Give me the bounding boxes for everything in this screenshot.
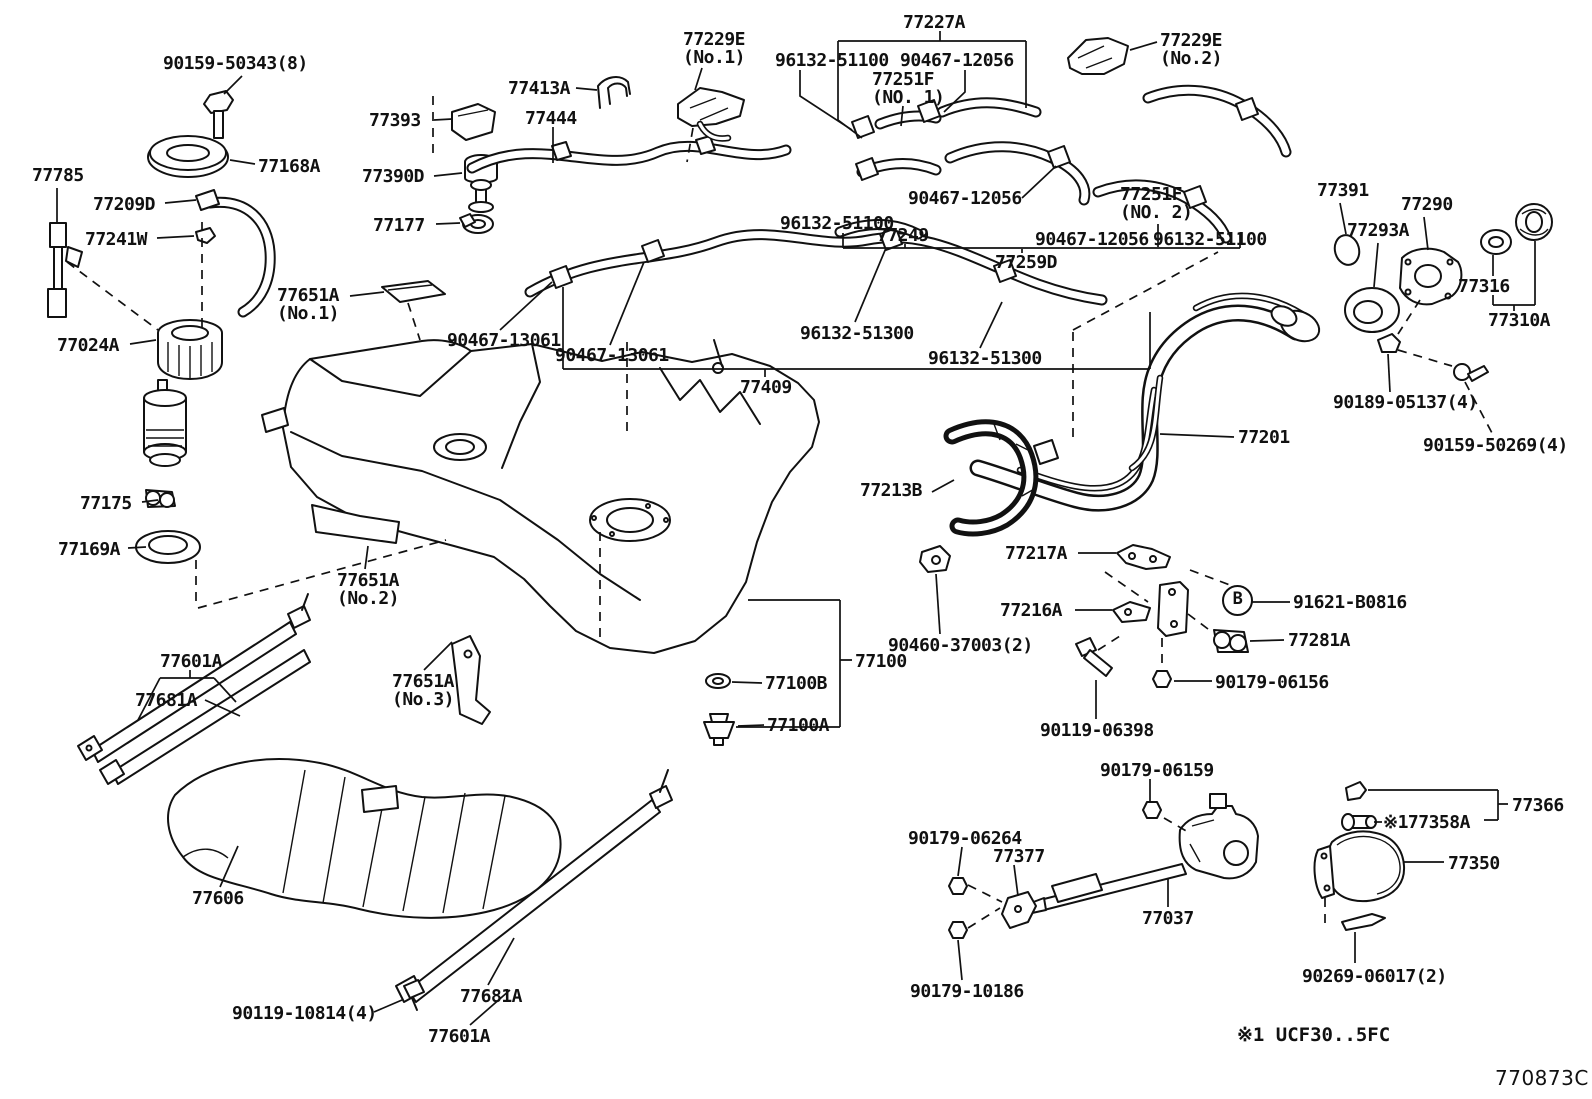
part-label-90159-50269: 90159-50269(4) [1423, 435, 1568, 456]
part-label-77651a-no2: 77651A(No.2) [337, 570, 400, 609]
part-label-77037: 77037 [1142, 908, 1194, 929]
part-label-90467-13061-2: 90467-13061 [555, 345, 669, 366]
part-label-77444: 77444 [525, 108, 577, 129]
part-label-77209d: 77209D [93, 194, 156, 215]
fuel-tank [261, 339, 820, 725]
part-label-77310a: 77310A [1488, 310, 1551, 331]
part-label-77409: 77409 [740, 377, 792, 398]
part-label-77259d: 77259D [995, 252, 1058, 273]
leader-lines [56, 31, 1536, 1026]
fuel-pump-assembly [47, 90, 270, 564]
part-label-77393: 77393 [369, 110, 421, 131]
part-label-90467-12056-2: 90467-12056 [908, 188, 1022, 209]
top-hoses [451, 37, 1286, 300]
part-label-77229e-no2: 77229E(No.2) [1160, 30, 1223, 69]
part-label-90179-06264: 90179-06264 [908, 828, 1022, 849]
part-label-77281a: 77281A [1288, 630, 1351, 651]
mid-brackets [703, 544, 1249, 746]
part-label-90119-06398: 90119-06398 [1040, 720, 1154, 741]
part-label-77651a-no3: 77651A(No.3) [392, 671, 455, 710]
part-label-77227a: 77227A [903, 12, 966, 33]
part-label-77651a-no1-line2: (No.1) [277, 303, 340, 324]
part-label-77390d: 77390D [362, 166, 425, 187]
part-label-77169a: 77169A [58, 539, 121, 560]
part-label-77651a-no3-line2: (No.3) [392, 689, 455, 710]
part-label-90179-06156: 90179-06156 [1215, 672, 1329, 693]
part-label-77216a: 77216A [1000, 600, 1063, 621]
cushion-no1 [381, 280, 446, 303]
part-label-77601a-left: 77601A [160, 651, 223, 672]
part-label-77366: 77366 [1512, 795, 1564, 816]
part-label-90467-13061-1: 90467-13061 [447, 330, 561, 351]
part-label-77651a-no1: 77651A(No.1) [277, 285, 340, 324]
part-label-90179-06159: 90179-06159 [1100, 760, 1214, 781]
part-label-91621-b0816: 91621-B0816 [1293, 592, 1407, 613]
part-label-90269-06017: 90269-06017(2) [1302, 966, 1447, 987]
part-label-77413a: 77413A [508, 78, 571, 99]
part-label-77229e-no2-line2: (No.2) [1160, 48, 1223, 69]
part-label-77251f-no2-line2: (NO. 2) [1120, 202, 1193, 223]
fuel-lid [1313, 781, 1406, 931]
part-label-77175: 77175 [80, 493, 132, 514]
part-label-77293a: 77293A [1347, 220, 1410, 241]
part-label-77651a-no2-line2: (No.2) [337, 588, 400, 609]
part-label-77168a: 77168A [258, 156, 321, 177]
part-label-77681a-right: 77681A [460, 986, 523, 1007]
part-label-77251f-no1-line2: (NO. 1) [872, 87, 945, 108]
part-label-96132-51300-1: 96132-51300 [800, 323, 914, 344]
tank-straps [77, 593, 673, 1011]
part-label-90467-12056-3: 90467-12056 [1035, 229, 1149, 250]
part-label-77681a-left: 77681A [135, 690, 198, 711]
part-label-90460-37003: 90460-37003(2) [888, 635, 1033, 656]
part-label-77100: 77100 [855, 651, 907, 672]
part-label-77358a: ※177358A [1383, 812, 1470, 833]
footnote-text: ※1 UCF30..5FC [1237, 1024, 1391, 1046]
filler-neck-parts [1333, 203, 1553, 382]
part-label-96132-51100-2: 96132-51100 [780, 213, 894, 234]
part-label-90159-50343: 90159-50343(8) [163, 53, 308, 74]
part-label-77201: 77201 [1238, 427, 1290, 448]
part-label-77377: 77377 [993, 846, 1045, 867]
part-label-77290: 77290 [1401, 194, 1453, 215]
part-label-96132-51100-3: 96132-51100 [1153, 229, 1267, 250]
part-label-77606: 77606 [192, 888, 244, 909]
dashed-lines [66, 96, 1493, 930]
part-label-77100a: 77100A [767, 715, 830, 736]
part-label-77213b: 77213B [860, 480, 923, 501]
part-label-77229e-no1-line2: (No.1) [683, 47, 746, 68]
fuel-lid-lock-assembly [948, 793, 1259, 939]
part-label-77024a: 77024A [57, 335, 120, 356]
part-label-90189-05137: 90189-05137(4) [1333, 392, 1478, 413]
part-label-77100b: 77100B [765, 673, 828, 694]
part-label-77177: 77177 [373, 215, 425, 236]
part-label-77350: 77350 [1448, 853, 1500, 874]
part-label-77251f-no1: 77251F(NO. 1) [872, 69, 945, 108]
part-label-77249: 77249 [877, 225, 929, 246]
part-label-90179-10186: 90179-10186 [910, 981, 1024, 1002]
part-label-96132-51300-2: 96132-51300 [928, 348, 1042, 369]
part-label-77785: 77785 [32, 165, 84, 186]
part-label-77251f-no2: 77251F(NO. 2) [1120, 184, 1193, 223]
part-label-77229e-no1: 77229E(No.1) [683, 29, 746, 68]
part-label-96132-51100-1: 96132-51100 [775, 50, 889, 71]
part-label-77601a-right: 77601A [428, 1026, 491, 1047]
part-label-77391: 77391 [1317, 180, 1369, 201]
part-label-b-callout: B [1222, 585, 1253, 616]
drawing-number: 770873C [1495, 1066, 1589, 1090]
part-label-90119-10814: 90119-10814(4) [232, 1003, 377, 1024]
part-label-77217a: 77217A [1005, 543, 1068, 564]
part-label-77241w: 77241W [85, 229, 148, 250]
part-label-90467-12056-1: 90467-12056 [900, 50, 1014, 71]
part-label-77316: 77316 [1458, 276, 1510, 297]
tank-protector [167, 758, 562, 919]
filler-pipe [952, 296, 1321, 528]
